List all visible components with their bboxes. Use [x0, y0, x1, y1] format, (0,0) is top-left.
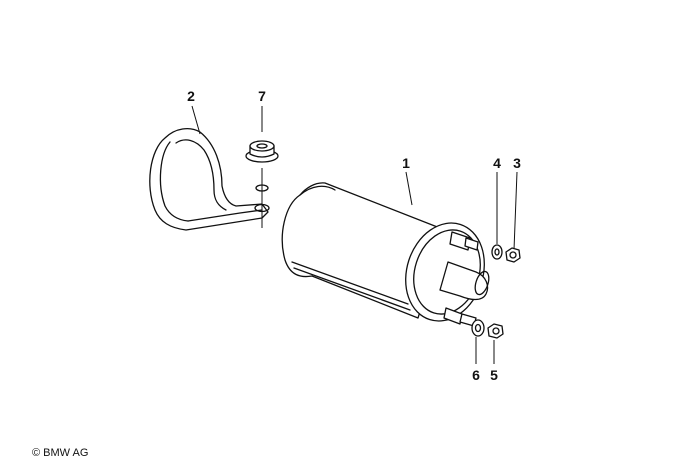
- washer-part-4: [491, 244, 503, 260]
- nut-part-5: [487, 323, 504, 339]
- flange-nut-part-7: [245, 140, 279, 163]
- nut-part-3: [505, 247, 521, 263]
- washer-part-6: [471, 319, 485, 337]
- bracket-part-2: [149, 127, 270, 231]
- callout-4: 4: [493, 155, 501, 171]
- leader-lines: [191, 105, 518, 364]
- copyright-notice: © BMW AG: [32, 447, 89, 459]
- callout-6: 6: [472, 367, 480, 383]
- callout-3: 3: [513, 155, 521, 171]
- callout-5: 5: [490, 367, 498, 383]
- ignition-coil-part-1: [281, 182, 490, 327]
- callout-2: 2: [187, 88, 195, 104]
- leader-1: [405, 171, 413, 206]
- callout-7: 7: [258, 88, 266, 104]
- leader-2: [191, 105, 201, 135]
- leader-3: [513, 171, 518, 251]
- callout-1: 1: [402, 155, 410, 171]
